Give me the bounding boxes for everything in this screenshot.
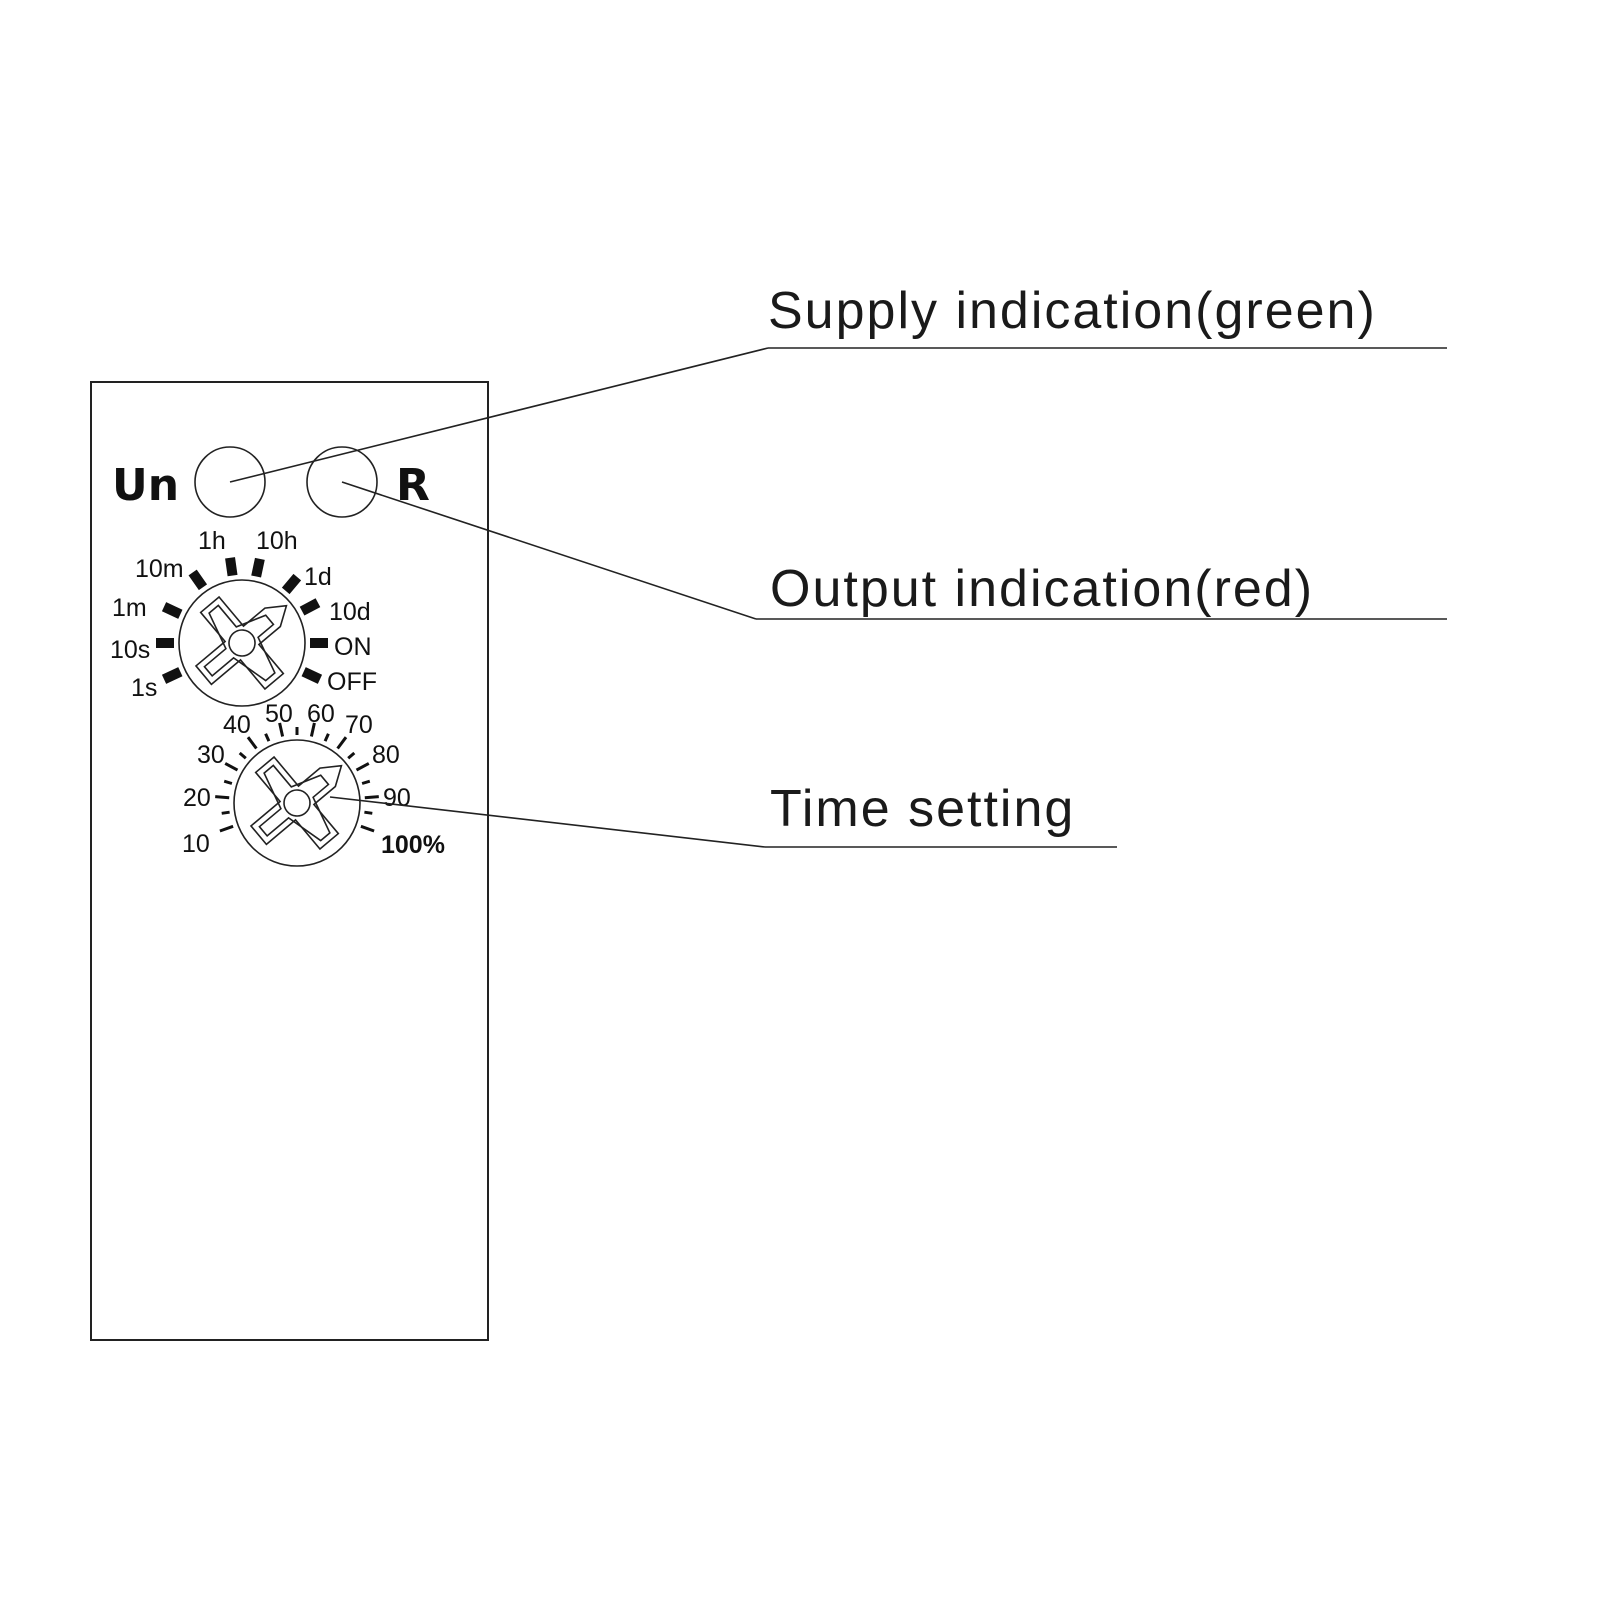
range-dial-mark: [161, 667, 183, 684]
range-dial-mark: [156, 638, 174, 648]
range-label-10s: 10s: [110, 636, 150, 664]
time-label-50: 50: [265, 700, 293, 728]
range-dial-knob[interactable]: [178, 579, 306, 707]
callout-output: Output indication(red): [341, 481, 1447, 620]
time-dial-marks: [215, 722, 379, 833]
range-label-1m: 1m: [112, 594, 147, 622]
range-dial-pointer-icon: [194, 595, 288, 691]
time-dial-tick: [360, 824, 375, 833]
time-dial-tick: [347, 751, 356, 760]
time-label-30: 30: [197, 741, 225, 769]
time-label-100: 100%: [381, 831, 445, 859]
range-dial-mark: [299, 598, 321, 616]
time-dial-tick: [223, 779, 233, 785]
time-dial-knob[interactable]: [233, 739, 361, 867]
time-dial-tick: [264, 733, 271, 742]
time-dial-tick: [246, 736, 258, 750]
callout-supply-text: Supply indication(green): [768, 282, 1377, 340]
range-label-10d: 10d: [329, 598, 371, 626]
time-dial-tick: [224, 762, 239, 772]
time-label-20: 20: [183, 784, 211, 812]
time-dial-pointer-icon: [249, 755, 343, 851]
callout-time-leader: [329, 796, 766, 848]
range-dial-mark: [251, 557, 265, 578]
time-dial-tick: [361, 779, 371, 785]
range-label-1s: 1s: [131, 674, 157, 702]
callout-time-text: Time setting: [770, 780, 1075, 838]
supply-led: [194, 446, 266, 518]
callout-supply-leader: [229, 347, 769, 483]
range-dial-mark: [188, 569, 208, 591]
time-dial-tick: [323, 733, 330, 742]
range-label-on: ON: [334, 633, 372, 661]
callout-output-text: Output indication(red): [770, 560, 1314, 618]
range-label-1d: 1d: [304, 563, 332, 591]
time-label-40: 40: [223, 711, 251, 739]
time-dial-tick: [336, 736, 348, 750]
range-dial-mark: [281, 573, 302, 595]
range-label-off: OFF: [327, 668, 377, 696]
device-housing: [90, 381, 489, 1341]
time-dial-tick: [309, 722, 316, 737]
time-dial-tick: [364, 810, 373, 815]
supply-led-label: Un: [112, 460, 179, 511]
range-dial-mark: [161, 602, 183, 619]
time-label-90: 90: [383, 784, 411, 812]
output-led-label: R: [396, 460, 430, 511]
range-label-10h: 10h: [256, 527, 298, 555]
range-dial-mark: [225, 557, 238, 577]
time-dial-tick: [215, 795, 230, 800]
time-dial-tick: [278, 722, 285, 737]
range-dial-mark: [310, 638, 328, 648]
time-label-70: 70: [345, 711, 373, 739]
range-label-10m: 10m: [135, 555, 184, 583]
range-label-1h: 1h: [198, 527, 226, 555]
output-led: [306, 446, 378, 518]
range-dial-marks: [156, 557, 328, 684]
callout-time: Time setting: [329, 780, 1117, 848]
callout-output-leader: [341, 481, 757, 620]
range-selector-dial[interactable]: 1m 10s 1s 10m 1h 10h 1d 10d ON OFF: [110, 527, 377, 713]
time-dial-tick: [238, 751, 247, 760]
time-dial-tick: [221, 810, 230, 815]
time-dial-tick: [355, 762, 370, 772]
time-dial-tick: [219, 824, 234, 833]
time-label-80: 80: [372, 741, 400, 769]
time-label-10: 10: [182, 830, 210, 858]
time-setting-dial[interactable]: 10 20 30 40 50 60 70 80 90 100%: [182, 700, 445, 873]
time-label-60: 60: [307, 700, 335, 728]
time-dial-tick: [364, 795, 379, 800]
range-dial-mark: [301, 667, 323, 684]
callout-supply: Supply indication(green): [229, 282, 1447, 483]
